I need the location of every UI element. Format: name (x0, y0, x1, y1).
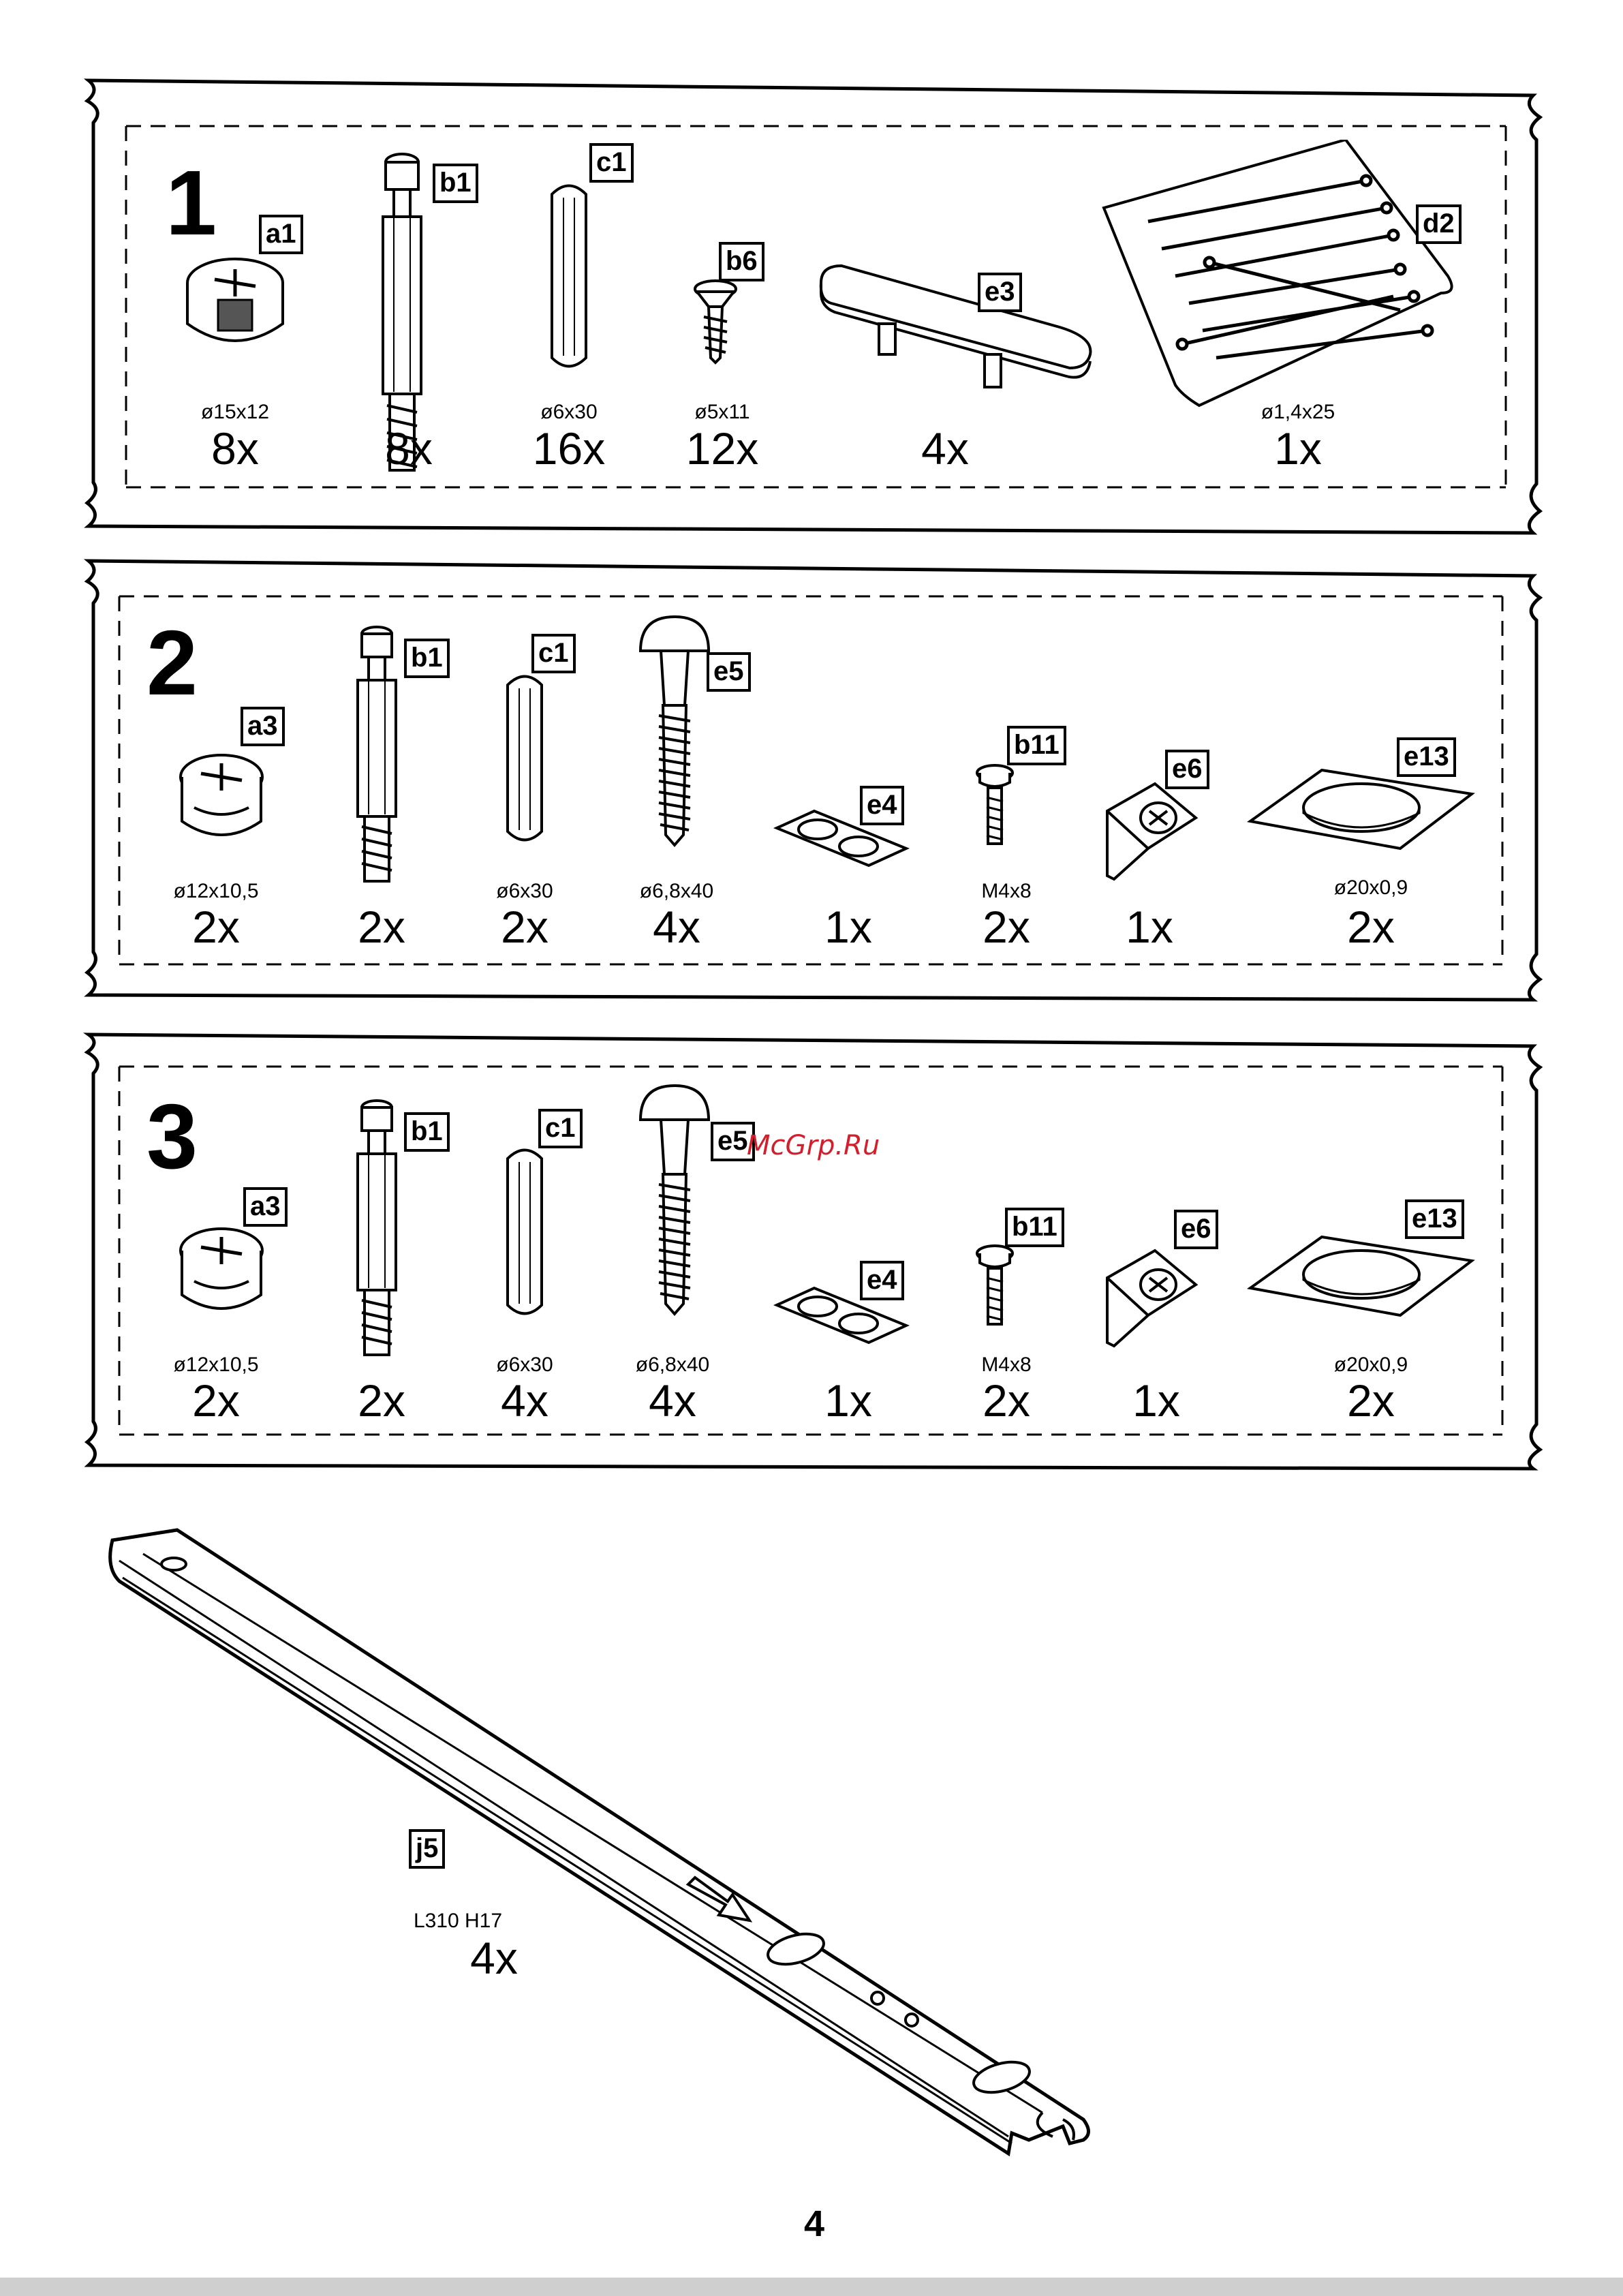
part-code-tag: e6 (1165, 750, 1209, 789)
part-spec: ø6,8x40 (574, 881, 779, 902)
hardware-bag-3: 3 a3 ø12x10,5 2x b1 2x c1 ø6x30 4x e5 ø6 (85, 1029, 1540, 1472)
part-spec: ø12x10,5 (114, 881, 318, 902)
part-quantity: 1x (1047, 904, 1252, 949)
long-screw-icon (637, 613, 712, 852)
part-code-tag: e5 (707, 652, 751, 692)
part-code-tag: b6 (719, 242, 764, 281)
part-quantity: 12x (620, 426, 824, 471)
part-code-tag: a3 (241, 707, 285, 746)
part-code-tag: e6 (1174, 1210, 1218, 1249)
part-code-tag: b11 (1007, 726, 1066, 765)
long-screw-icon (637, 1082, 712, 1321)
part-code-tag: e13 (1397, 737, 1456, 777)
page-bottom-strip (0, 2278, 1623, 2296)
part-code-tag: c1 (538, 1109, 583, 1148)
wooden-dowel-icon (548, 177, 589, 375)
part-quantity: 1x (1054, 1378, 1258, 1423)
machine-screw-icon (974, 1244, 1015, 1329)
part-spec: ø15x12 (133, 402, 337, 423)
part-quantity: 2x (1269, 904, 1473, 949)
part-spec: ø1,4x25 (1196, 402, 1400, 423)
part-code-tag: b1 (404, 639, 450, 678)
bumper-pad-icon (1247, 767, 1475, 852)
part-spec: ø20x0,9 (1269, 1355, 1473, 1375)
part-spec: M4x8 (904, 881, 1109, 902)
part-code-tag: e4 (860, 786, 904, 825)
machine-screw-icon (974, 763, 1015, 848)
corner-bracket-icon (1100, 780, 1203, 883)
metal-rail-icon (102, 1527, 1097, 2160)
part-code-tag: j5 (409, 1829, 445, 1869)
part-spec: ø5x11 (620, 402, 824, 423)
part-code-tag: b1 (404, 1112, 450, 1152)
bumper-pad-icon (1247, 1234, 1475, 1319)
part-code-tag: c1 (531, 634, 576, 673)
part-code-tag: e3 (978, 273, 1022, 312)
wooden-dowel-icon (504, 1142, 545, 1322)
handle-icon (814, 259, 1100, 409)
bag-number: 3 (146, 1090, 198, 1182)
part-spec: ø6,8x40 (570, 1355, 775, 1375)
part-code-tag: a1 (259, 215, 303, 254)
part-quantity: 2x (1269, 1378, 1473, 1423)
part-code-tag: a3 (243, 1187, 288, 1227)
part-code-tag: b1 (433, 164, 478, 203)
connecting-bolt-icon (350, 1097, 404, 1363)
wooden-dowel-icon (504, 668, 545, 848)
part-quantity: 4x (570, 1378, 775, 1423)
part-quantity: 4x (843, 426, 1047, 471)
connecting-bolt-icon (350, 624, 404, 889)
short-screw-icon (692, 279, 739, 365)
part-spec: ø12x10,5 (114, 1355, 318, 1375)
part-code-tag: b11 (1005, 1208, 1064, 1247)
watermark-text: McGrp.Ru (747, 1130, 880, 1161)
part-code-tag: c1 (589, 143, 634, 183)
bag-number: 1 (166, 157, 217, 249)
page-number: 4 (804, 2203, 824, 2245)
cam-lock-icon (177, 249, 293, 358)
part-quantity: 1x (1196, 426, 1400, 471)
part-code-tag: d2 (1416, 204, 1462, 244)
part-spec: L310 H17 (356, 1911, 560, 1931)
cam-lock-icon (174, 746, 269, 848)
part-quantity: 4x (392, 1935, 596, 1980)
part-code-tag: e4 (860, 1261, 904, 1300)
bag-number: 2 (146, 617, 198, 709)
part-spec: M4x8 (904, 1355, 1109, 1375)
hardware-bag-1: 1 a1 ø15x12 8x b1 8x c1 ø6x30 16x b6 ø5x (85, 75, 1540, 538)
corner-bracket-icon (1100, 1247, 1203, 1349)
nails-bag-icon (1100, 140, 1462, 409)
part-spec: ø20x0,9 (1269, 878, 1473, 898)
hardware-bag-2: 2 a3 ø12x10,5 2x b1 2x c1 ø6x30 2x e5 ø6 (85, 555, 1540, 1005)
cam-lock-icon (174, 1220, 269, 1322)
part-code-tag: e13 (1405, 1199, 1464, 1239)
